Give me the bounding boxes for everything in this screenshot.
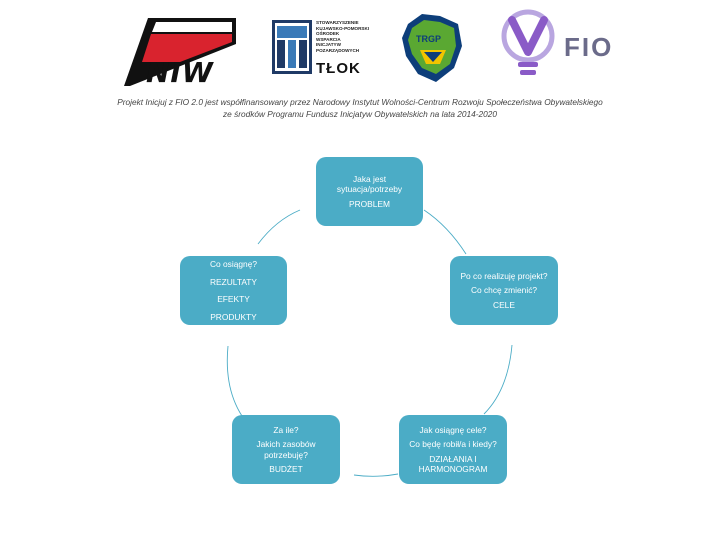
niw-logo: NIW — [120, 10, 240, 89]
niw-flag-icon — [124, 18, 236, 86]
funding-credit: Projekt Inicjuj z FIO 2.0 jest współfina… — [0, 96, 720, 120]
node-rezultaty-label-1: REZULTATY — [210, 276, 257, 287]
connector-budzet-rezultaty — [226, 345, 243, 417]
node-budzet-question-1: Za ile? — [273, 424, 299, 435]
node-cele: Po co realizuję projekt? Co chcę zmienić… — [450, 256, 558, 325]
connector-problem-cele — [423, 209, 467, 255]
node-rezultaty-label-3: PRODUKTY — [210, 311, 257, 322]
trgp-logo: TRGP — [400, 10, 466, 86]
trgp-map-icon — [402, 14, 462, 82]
tlok-wordmark: TŁOK — [316, 60, 361, 77]
node-dzialania-label-2: HARMONOGRAM — [418, 464, 488, 474]
node-cele-label: CELE — [493, 299, 515, 310]
node-problem-label: PROBLEM — [349, 198, 390, 209]
node-budzet-question-2: Jakich zasobów — [256, 439, 316, 449]
funding-credit-line-1: Projekt Inicjuj z FIO 2.0 jest współfina… — [117, 97, 603, 107]
node-rezultaty-label-2: EFEKTY — [217, 294, 250, 304]
node-rezultaty-question-1: Co osiągnę? — [209, 259, 258, 269]
fio-bulb-icon — [501, 9, 555, 75]
node-problem-question-2: sytuacja/potrzeby — [336, 184, 403, 195]
fio-logo: FIO — [498, 8, 628, 80]
node-cele-question-1: Po co realizuję projekt? — [460, 270, 548, 281]
connector-rezultaty-problem — [257, 209, 301, 245]
tlok-org-name: Stowarzyszenie Kujawsko-Pomorski Ośrodek… — [316, 20, 370, 53]
trgp-wordmark: TRGP — [416, 34, 442, 44]
node-dzialania-question-1: Jak osiągnę cele? — [419, 424, 487, 435]
node-budzet-question-3: potrzebuję? — [264, 449, 308, 460]
node-rezultaty: Co osiągnę? REZULTATY EFEKTY PRODUKTY — [180, 256, 287, 325]
connector-cele-dzialania — [483, 344, 513, 415]
node-dzialania-label-1: DZIAŁANIA I — [429, 453, 477, 464]
funding-credit-line-2: ze środków Programu Fundusz Inicjatyw Ob… — [223, 109, 497, 119]
tlok-logo: Stowarzyszenie Kujawsko-Pomorski Ośrodek… — [272, 18, 382, 80]
node-dzialania: Jak osiągnę cele? Co będę robił/a i kied… — [399, 415, 507, 484]
node-problem: Jaka jest sytuacja/potrzeby PROBLEM — [316, 157, 423, 226]
logo-bar: NIW Stowarzyszenie Kujawsko-Pomorski Ośr… — [0, 0, 720, 92]
node-dzialania-question-2: Co będę robił/a i kiedy? — [409, 439, 497, 449]
node-budzet: Za ile? Jakich zasobów potrzebuję? BUDŻE… — [232, 415, 340, 484]
tlok-emblem-icon — [272, 20, 312, 74]
node-budzet-label: BUDŻET — [269, 464, 303, 474]
connector-dzialania-budzet — [353, 473, 399, 477]
niw-wordmark: NIW — [146, 56, 214, 89]
node-cele-question-2: Co chcę zmienić? — [470, 285, 538, 296]
fio-wordmark: FIO — [564, 32, 614, 62]
node-problem-question-1: Jaka jest — [352, 173, 387, 184]
